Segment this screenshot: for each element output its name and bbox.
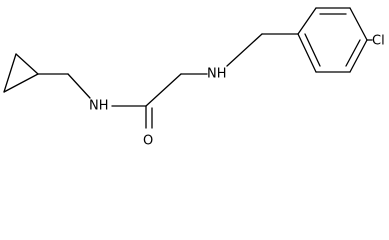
ring-bond-1 [297, 7, 317, 35]
structure-diagram: Cl NH NH O [3, 7, 385, 149]
molecule-canvas: Cl NH NH O [3, 7, 385, 149]
ring-bond-4 [349, 39, 368, 73]
bond-carbonyl-ch2 [145, 73, 182, 107]
atom-label-cl: Cl [372, 34, 385, 49]
bond-cp-1 [3, 53, 17, 93]
bond-cp-3 [3, 73, 39, 93]
ring-double-3 [304, 33, 321, 67]
benzene-ring [297, 7, 368, 73]
atom-label-o: O [143, 134, 153, 149]
cyclopropyl-ring [3, 53, 39, 93]
ring-bond-6 [297, 33, 317, 73]
atom-label-nh-amide: NH [89, 99, 109, 114]
bond-ch2-nh [67, 73, 91, 99]
ring-double-2 [345, 39, 361, 67]
bond-nh-benzyl [226, 33, 263, 67]
atom-label-nh-amine: NH [207, 67, 227, 82]
ring-bond-3 [349, 7, 368, 41]
bond-cp-2 [15, 53, 39, 75]
